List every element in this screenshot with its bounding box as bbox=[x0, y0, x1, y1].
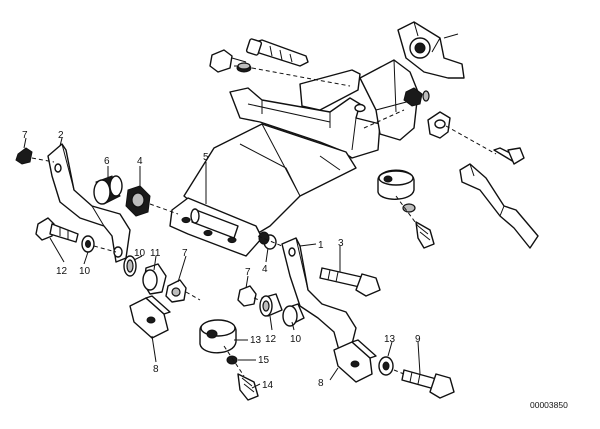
callout-9: 9 bbox=[415, 334, 421, 345]
lower-rubber-mount-13 bbox=[199, 319, 259, 401]
middle-bushings bbox=[237, 285, 305, 327]
top-right-bearing-bracket bbox=[397, 21, 465, 79]
callout-12-left: 11 bbox=[150, 248, 161, 259]
callout-12-right: 12 bbox=[265, 334, 277, 345]
callout-7-right: 7 bbox=[245, 267, 251, 278]
callout-7-mid: 7 bbox=[182, 248, 188, 259]
right-ball-joint-assembly bbox=[363, 87, 525, 165]
bolt-part-3 bbox=[319, 267, 381, 297]
callout-8-left: 8 bbox=[153, 364, 159, 375]
main-frame-part-5 bbox=[169, 59, 419, 257]
left-bracket-part-2 bbox=[15, 143, 131, 263]
callout-4-left: 4 bbox=[137, 156, 143, 167]
bushing-part-6 bbox=[93, 175, 179, 217]
diagram-reference-number: 00003850 bbox=[530, 400, 568, 410]
callout-14: 14 bbox=[262, 380, 274, 391]
center-lever-part-1 bbox=[257, 231, 357, 355]
callout-10-mid: 10 bbox=[134, 248, 146, 259]
callout-7-left: 7 bbox=[22, 130, 28, 141]
callout-10-left: 10 bbox=[79, 266, 91, 277]
callout-2: 2 bbox=[58, 130, 64, 141]
callout-13-left: 12 bbox=[56, 266, 68, 277]
callout-1: 1 bbox=[318, 240, 324, 251]
callout-8-right: 8 bbox=[318, 378, 324, 389]
lower-right-clamp-assembly bbox=[333, 339, 455, 399]
center-rubber-mount bbox=[377, 169, 435, 249]
lower-left-bushings bbox=[123, 255, 201, 303]
callout-10-right: 13 bbox=[384, 334, 396, 345]
callout-labels: 2 7 6 4 5 12 10 10 11 7 8 1 3 7 4 12 10 … bbox=[22, 130, 421, 391]
callout-13-right: 13 bbox=[250, 335, 262, 346]
callout-11: 10 bbox=[290, 334, 302, 345]
callout-6: 6 bbox=[104, 156, 110, 167]
callout-4-right: 4 bbox=[262, 264, 268, 275]
callout-3: 3 bbox=[338, 238, 344, 249]
lower-left-clamp-8 bbox=[129, 295, 171, 339]
callout-5: 5 bbox=[203, 152, 209, 163]
callout-15: 15 bbox=[258, 355, 270, 366]
top-bolt-assembly bbox=[209, 38, 351, 87]
callout-leader-lines bbox=[23, 137, 421, 389]
right-shift-lever bbox=[459, 163, 539, 249]
